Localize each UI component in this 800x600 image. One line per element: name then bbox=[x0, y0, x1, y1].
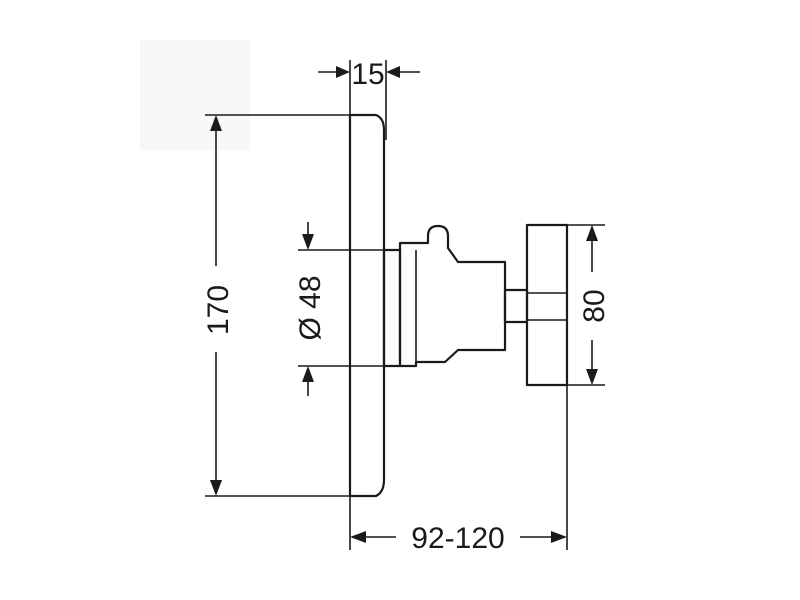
dimension-thickness: 15 bbox=[318, 58, 420, 140]
cover-plate bbox=[348, 113, 386, 498]
arrow-head bbox=[210, 480, 222, 496]
arrow-head bbox=[302, 366, 314, 382]
dimension-thickness-label: 15 bbox=[351, 58, 384, 91]
arrow-head bbox=[350, 531, 366, 543]
arrow-head bbox=[210, 115, 222, 131]
arrow-head bbox=[551, 531, 567, 543]
dimension-handle-label: 80 bbox=[578, 289, 611, 322]
cross-handle bbox=[525, 223, 569, 387]
arrow-head bbox=[336, 66, 350, 78]
background-shade bbox=[140, 40, 250, 150]
arrow-head bbox=[386, 66, 400, 78]
arrow-head bbox=[302, 234, 314, 250]
valve-body bbox=[382, 224, 507, 368]
dimension-height: 170 bbox=[202, 114, 350, 497]
handle-stem bbox=[503, 288, 529, 324]
dimension-diameter-label: Ø 48 bbox=[294, 275, 327, 340]
dimension-height-label: 170 bbox=[202, 285, 235, 335]
dimension-depth: 92-120 bbox=[349, 385, 568, 555]
dimension-diameter: Ø 48 bbox=[294, 222, 384, 396]
arrow-head bbox=[586, 369, 598, 385]
dimension-handle: 80 bbox=[567, 224, 611, 386]
dimension-depth-label: 92-120 bbox=[411, 522, 504, 555]
arrow-head bbox=[586, 225, 598, 241]
